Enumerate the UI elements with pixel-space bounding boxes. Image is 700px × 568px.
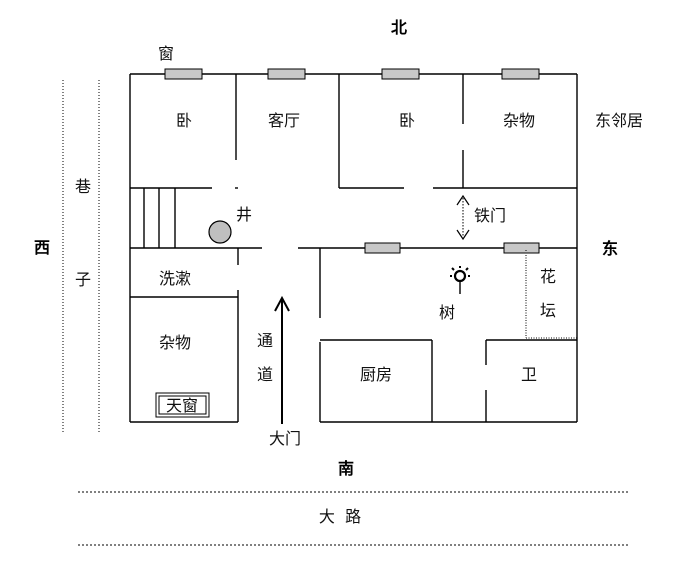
room-washroom: 洗漱 [159, 269, 191, 288]
flower-bed-label-1: 花 [540, 267, 556, 286]
east-label: 东 [602, 239, 618, 258]
room-toilet: 卫 [521, 365, 537, 384]
window-5 [364, 242, 401, 254]
window-3 [381, 68, 420, 80]
window-6 [503, 242, 540, 254]
main-gate-label: 大门 [269, 429, 301, 448]
west-label: 西 [34, 238, 50, 257]
well-label: 井 [236, 205, 252, 224]
window-1 [164, 68, 203, 80]
room-kitchen: 厨房 [360, 365, 392, 384]
alley-label-2: 子 [75, 270, 91, 289]
skylight-inner [158, 395, 207, 415]
room-storage-sw: 杂物 [159, 333, 191, 352]
room-living: 客厅 [268, 111, 300, 130]
flower-bed-label-2: 坛 [540, 301, 556, 320]
skylight-label: 天窗 [166, 396, 198, 415]
well-icon [208, 220, 232, 244]
south-label: 南 [338, 459, 354, 478]
room-bedroom-nw: 卧 [176, 111, 192, 130]
iron-gate-label: 铁门 [474, 206, 506, 225]
tree-icon [450, 266, 470, 294]
north-label: 北 [391, 18, 407, 37]
road-label: 大 路 [319, 507, 361, 526]
passage-label-2: 道 [257, 365, 273, 384]
iron-gate-icon [456, 194, 470, 241]
passage-label-1: 通 [257, 331, 273, 350]
alley-label-1: 巷 [75, 177, 91, 196]
neighbor-label: 东邻居 [595, 111, 643, 130]
tree-label: 树 [439, 303, 455, 322]
window-label: 窗 [158, 44, 174, 63]
window-2 [267, 68, 306, 80]
entry-arrow-icon [274, 295, 290, 424]
window-4 [501, 68, 540, 80]
room-bedroom-n: 卧 [399, 111, 415, 130]
room-storage-ne: 杂物 [503, 111, 535, 130]
